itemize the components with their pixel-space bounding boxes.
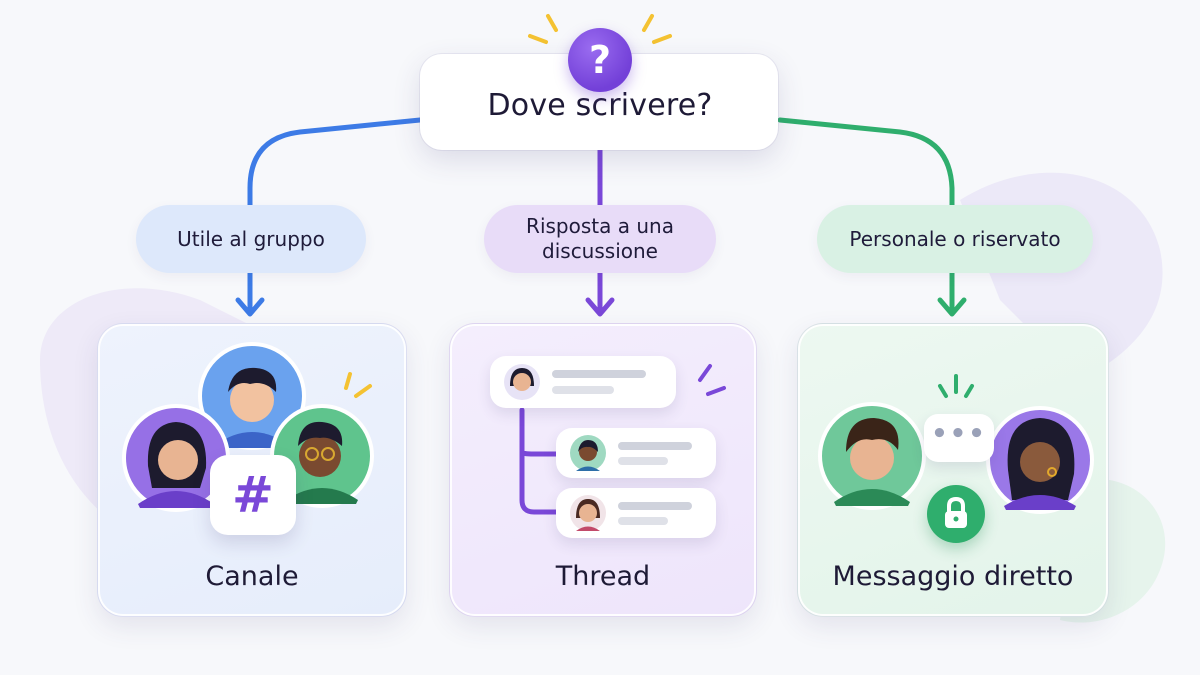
connector-channel-arrow: [235, 270, 265, 317]
avatar-woman-purple: [122, 404, 230, 512]
root-question-title: Dove scrivere?: [487, 88, 713, 123]
avatar-man-green: [270, 404, 374, 508]
sparkle-icon: [344, 372, 372, 398]
hash-channel-icon: #: [210, 455, 296, 535]
lock-icon: [927, 485, 985, 543]
sparkle-icon: [528, 14, 672, 44]
outcome-title-dm: Messaggio diretto: [832, 561, 1074, 592]
connector-thread-arrow: [585, 270, 615, 317]
condition-thread-line-1: Risposta a una: [526, 214, 674, 238]
condition-dm: Personale o riservato: [817, 205, 1093, 273]
outcome-title-channel: Canale: [205, 561, 299, 592]
avatar-man-blue: [198, 342, 306, 450]
thread-reply-message: [556, 488, 716, 538]
thread-branch-line: [519, 407, 559, 515]
sparkle-icon: [698, 364, 726, 396]
avatar-man-green: [818, 402, 926, 510]
typing-bubble-icon: •••: [924, 414, 994, 462]
sparkle-icon: [938, 374, 974, 398]
thread-reply-message: [556, 428, 716, 478]
question-mark-icon: ?: [568, 28, 632, 92]
outcome-title-thread: Thread: [555, 561, 651, 592]
condition-thread-line-2: discussione: [542, 239, 658, 263]
condition-thread: Risposta a una discussione: [484, 205, 716, 273]
condition-channel: Utile al gruppo: [136, 205, 366, 273]
connector-dm-arrow: [937, 270, 967, 317]
avatar-woman-purple: [986, 406, 1094, 514]
thread-parent-message: [490, 356, 676, 408]
connector-dm: [777, 117, 955, 208]
connector-channel: [247, 117, 423, 208]
